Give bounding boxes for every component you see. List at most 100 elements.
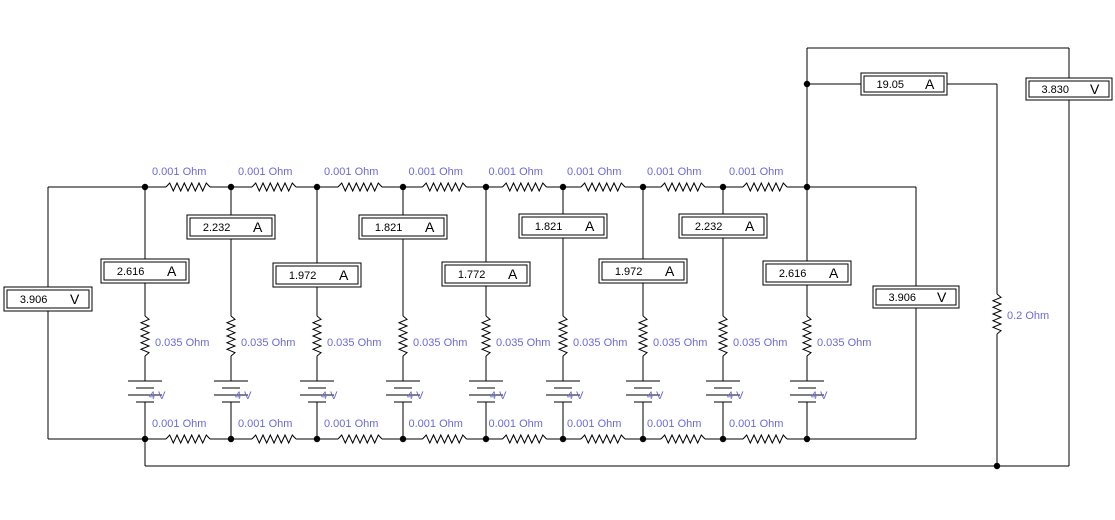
branch-ammeter: 2.232 A — [678, 213, 768, 239]
branch-internal-resistor — [717, 315, 729, 357]
bottom-series-resistor-label: 0.001 Ohm — [152, 418, 206, 430]
branch-resistor-label: 0.035 Ohm — [327, 337, 381, 349]
meter-unit: A — [585, 218, 595, 234]
meter-value: 3.906 — [20, 294, 48, 306]
top-series-resistor-label: 0.001 Ohm — [238, 166, 292, 178]
top-series-resistor — [580, 181, 626, 193]
top-series-resistor-label: 0.001 Ohm — [152, 166, 206, 178]
top-series-resistor — [251, 181, 297, 193]
meter-value: 1.972 — [289, 270, 317, 282]
junction-node — [719, 183, 727, 191]
top-series-resistor-label: 0.001 Ohm — [324, 166, 378, 178]
branch-ammeter: 1.821 A — [518, 213, 608, 239]
branch-internal-resistor — [139, 315, 151, 357]
bottom-series-resistor-label: 0.001 Ohm — [729, 418, 783, 430]
junction-node — [227, 435, 235, 443]
bottom-series-resistor-label: 0.001 Ohm — [324, 418, 378, 430]
bottom-series-resistor-label: 0.001 Ohm — [567, 418, 621, 430]
branch-resistor-label: 0.035 Ohm — [733, 337, 787, 349]
junction-node — [482, 435, 490, 443]
junction-node — [559, 435, 567, 443]
meter-unit: A — [167, 263, 177, 279]
meter-unit: V — [70, 291, 80, 307]
junction-node — [227, 183, 235, 191]
meter-value: 1.972 — [615, 266, 643, 278]
branch-ammeter: 2.616 A — [100, 258, 190, 284]
branch-internal-resistor — [311, 315, 323, 357]
meter-unit: A — [253, 219, 263, 235]
branch-internal-resistor — [397, 315, 409, 357]
branch-resistor-label: 0.035 Ohm — [573, 337, 627, 349]
meter-value: 2.232 — [695, 221, 723, 233]
top-series-resistor-label: 0.001 Ohm — [647, 166, 701, 178]
junction-node — [559, 183, 567, 191]
top-series-resistor-label: 0.001 Ohm — [409, 166, 463, 178]
load-resistor — [991, 293, 1003, 335]
left-voltmeter: 3.906 V — [3, 286, 93, 312]
bottom-series-resistor — [502, 433, 547, 445]
meter-unit: A — [339, 267, 349, 283]
top-series-resistor — [742, 181, 788, 193]
bottom-series-resistor — [251, 433, 297, 445]
junction-node — [482, 183, 490, 191]
bottom-series-resistor-label: 0.001 Ohm — [238, 418, 292, 430]
meter-value: 2.616 — [779, 268, 807, 280]
bottom-series-resistor-label: 0.001 Ohm — [489, 418, 543, 430]
junction-node — [141, 183, 149, 191]
branch-resistor-label: 0.035 Ohm — [413, 337, 467, 349]
junction-node — [313, 183, 321, 191]
bottom-series-resistor — [660, 433, 706, 445]
bottom-series-resistor — [742, 433, 788, 445]
meter-unit: A — [745, 218, 755, 234]
junction-node — [719, 435, 727, 443]
battery-label: 4 V — [321, 390, 338, 402]
meter-value: 2.232 — [203, 222, 231, 234]
top-series-resistor-label: 0.001 Ohm — [489, 166, 543, 178]
branch-ammeter: 1.772 A — [441, 261, 531, 287]
meter-value: 1.772 — [458, 269, 486, 281]
battery-symbol — [546, 380, 580, 403]
top-series-resistor-label: 0.001 Ohm — [567, 166, 621, 178]
battery-symbol — [626, 380, 660, 403]
branch-ammeter: 2.616 A — [762, 260, 852, 286]
meter-unit: A — [925, 76, 935, 92]
meter-unit: A — [508, 266, 518, 282]
branch-resistor-label: 0.035 Ohm — [653, 337, 707, 349]
junction-node — [399, 435, 407, 443]
bottom-series-resistor — [165, 433, 211, 445]
junction-node — [399, 183, 407, 191]
bottom-series-resistor — [422, 433, 467, 445]
top-series-resistor — [660, 181, 706, 193]
battery-label: 4 V — [647, 390, 664, 402]
battery-label: 4 V — [727, 390, 744, 402]
bottom-series-resistor-label: 0.001 Ohm — [647, 418, 701, 430]
top-series-resistor — [337, 181, 383, 193]
branch-internal-resistor — [801, 315, 813, 357]
top-series-resistor-label: 0.001 Ohm — [729, 166, 783, 178]
meter-value: 1.821 — [375, 222, 403, 234]
load-voltmeter: 3.830 V — [1025, 77, 1113, 101]
meter-value: 3.906 — [888, 292, 916, 304]
top-series-resistor — [502, 181, 547, 193]
branch-ammeter: 2.232 A — [186, 214, 276, 240]
branch-internal-resistor — [637, 315, 649, 357]
meter-value: 3.830 — [1041, 84, 1069, 96]
meter-value: 2.616 — [117, 266, 145, 278]
load-ammeter: 19.05 A — [860, 72, 948, 96]
branch-resistor-label: 0.035 Ohm — [817, 337, 871, 349]
bottom-series-resistor — [580, 433, 626, 445]
meter-unit: V — [1090, 81, 1100, 97]
meter-value: 1.821 — [535, 221, 563, 233]
bottom-series-resistor — [337, 433, 383, 445]
top-series-resistor — [422, 181, 467, 193]
meter-unit: A — [829, 265, 839, 281]
junction-node — [803, 435, 811, 443]
bottom-series-resistor-label: 0.001 Ohm — [409, 418, 463, 430]
battery-symbol — [469, 380, 503, 403]
meter-value: 19.05 — [876, 79, 904, 91]
battery-label: 4 V — [149, 390, 166, 402]
